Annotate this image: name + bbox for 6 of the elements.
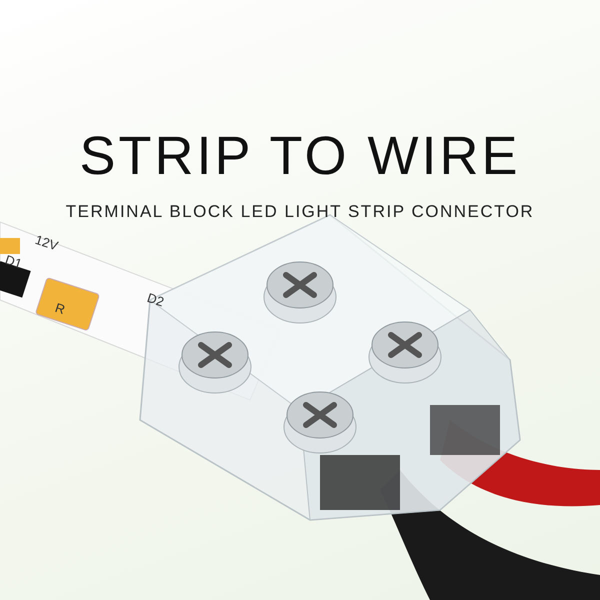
strip-marking: D1 [3,252,24,272]
subtitle: TERMINAL BLOCK LED LIGHT STRIP CONNECTOR [64,202,536,222]
strip-marking: D2 [145,290,166,310]
title: STRIP TO WIRE [78,125,522,187]
strip-marking: 12V [33,232,60,254]
strip-marking: R [53,300,67,318]
